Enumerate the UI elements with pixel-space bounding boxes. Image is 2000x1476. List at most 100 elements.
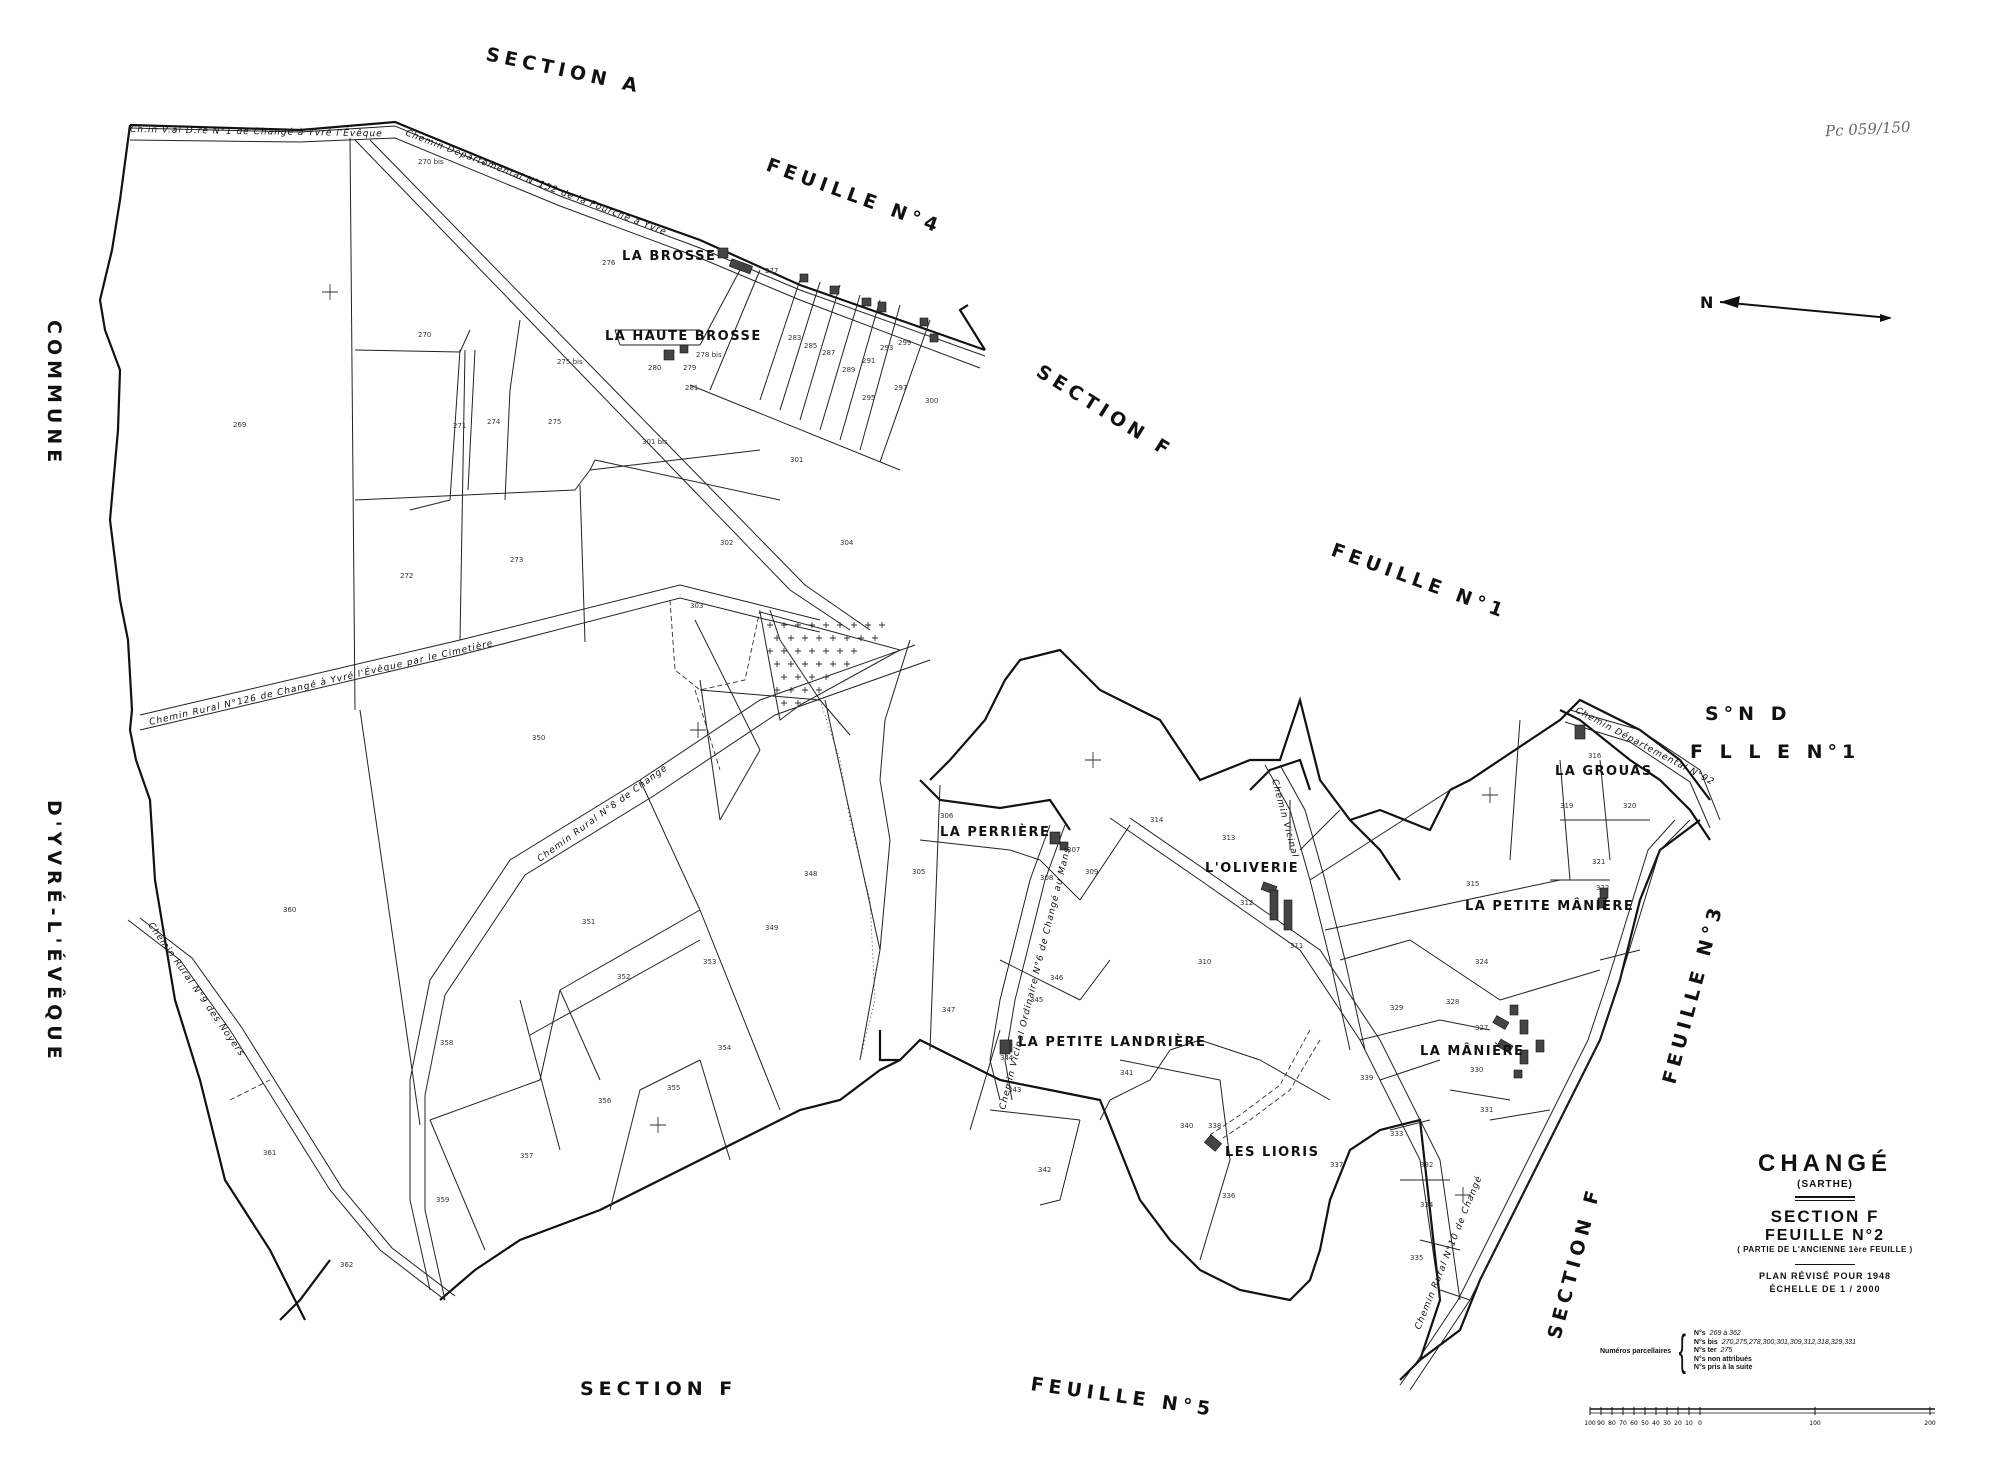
parcel-number: 302 (720, 539, 733, 547)
roads (127, 125, 1721, 1391)
parcel-number: 357 (520, 1152, 533, 1160)
cemetery-cross (802, 661, 808, 667)
cemetery-cross (781, 648, 787, 654)
parcel-number: 271 (453, 422, 466, 430)
section-boundary (98, 120, 1711, 1381)
place-la-brosse: LA BROSSE (622, 249, 716, 264)
parcel-number: 309 (1085, 868, 1098, 876)
parcel-number: 285 (804, 342, 817, 350)
title-rule-thin (1795, 1200, 1855, 1201)
parcel-number: 352 (617, 973, 630, 981)
parcel-number: 362 (340, 1261, 353, 1269)
cemetery-cross (795, 648, 801, 654)
parcel-number: 353 (703, 958, 716, 966)
road-labels: Ch.in V.al D.re N°1 de Changé à Yvré l'É… (130, 123, 1716, 1331)
road-chemin-rural-right: Chemin Rural N°10 de Changé (1413, 1174, 1485, 1331)
sheet-note: ( PARTIE DE L'ANCIENNE 1ère FEUILLE ) (1737, 1245, 1913, 1254)
cemetery-cross (788, 661, 794, 667)
parcel-number: 275 bis (557, 358, 583, 366)
scale-label: ÉCHELLE DE 1 / 2000 (1769, 1284, 1881, 1294)
scale-tick-label: 80 (1608, 1420, 1616, 1427)
parcel-number: 272 (400, 572, 413, 580)
parcel-number: 322 (1596, 884, 1609, 892)
parcel-number: 344 (1000, 1054, 1014, 1062)
commune-label: COMMUNE (43, 320, 65, 467)
scale-tick-label: 30 (1663, 1420, 1671, 1427)
scale-tick-label: 40 (1652, 1420, 1660, 1427)
parcel-number: 297 (894, 384, 907, 392)
scale-tick-label: 70 (1619, 1420, 1627, 1427)
parcel-number: 276 (602, 259, 616, 267)
parcel-number: 273 (510, 556, 523, 564)
parcel-lines (349, 137, 1650, 1301)
parcel-number: 301 bis (642, 438, 668, 446)
parcel-number: 332 (1420, 1161, 1433, 1169)
feuille-title: FEUILLE N°2 (1765, 1227, 1885, 1244)
department-label: (SARTHE) (1797, 1179, 1853, 1190)
parcel-number: 308 (1040, 874, 1053, 882)
parcel-number: 336 (1222, 1192, 1236, 1200)
cemetery-cross (816, 687, 822, 693)
road-chemin-rural-bottom: Chemin Rural N°9 des Noyers (146, 921, 247, 1059)
parcel-number: 316 (1588, 752, 1602, 760)
dashed-lines (229, 599, 1321, 1141)
buildings (663, 247, 1609, 1152)
road-ch-departemental: Chemin Départemental N°152 de la Fourche… (404, 128, 668, 238)
cemetery-cross (781, 700, 787, 706)
cemetery-cross (795, 700, 801, 706)
cemetery-cross (844, 661, 850, 667)
parcel-legend-label: Numéros parcellaires (1600, 1347, 1672, 1355)
parcel-number: 299 (898, 339, 911, 347)
parcel-number: 312 (1240, 899, 1253, 907)
cemetery-cross (830, 661, 836, 667)
parcel-number: 329 (1390, 1004, 1403, 1012)
parcel-number: 346 (1050, 974, 1064, 982)
parcel-number: 293 (880, 344, 893, 352)
parcel-number: 335 (1410, 1254, 1423, 1262)
parcel-number: 359 (436, 1196, 449, 1204)
parcel-number: 307 (1067, 846, 1080, 854)
parcel-number: 358 (440, 1039, 453, 1047)
parcel-number: 349 (765, 924, 778, 932)
cemetery-cross (830, 635, 836, 641)
parcel-number: 269 (233, 421, 246, 429)
parcel-number: 334 (1420, 1201, 1434, 1209)
north-label: N (1700, 293, 1713, 312)
commune-title: CHANGÉ (1757, 1150, 1892, 1177)
cemetery-cross (823, 622, 829, 628)
parcel-number: 311 (1290, 942, 1303, 950)
parcel-number: 339 (1360, 1074, 1373, 1082)
scale-tick-label: 100 (1809, 1420, 1821, 1427)
parcel-number: 287 (822, 349, 835, 357)
section-labels: SECTION A FEUILLE N°4 SECTION F FEUILLE … (43, 43, 1855, 1420)
parcel-number: 324 (1475, 958, 1489, 966)
parcel-number: 306 (940, 812, 954, 820)
place-la-maniere: LA MÂNIÈRE (1420, 1043, 1524, 1059)
cemetery-cross (816, 635, 822, 641)
parcel-numbers: 269 270 270 bis 271 272 273 274 275 275 … (233, 158, 1636, 1269)
cemetery-cross (823, 674, 829, 680)
parcel-number: 300 (925, 397, 938, 405)
cemetery-cross (802, 635, 808, 641)
cemetery-cross (809, 622, 815, 628)
place-l-oliverie: L'OLIVERIE (1205, 861, 1299, 876)
parcel-number: 354 (718, 1044, 732, 1052)
scale-tick-label: 90 (1597, 1420, 1605, 1427)
section-title: SECTION F (1770, 1207, 1880, 1226)
parcel-number: 356 (598, 1097, 612, 1105)
parcel-number: 321 (1592, 858, 1605, 866)
section-a-label: SECTION A (484, 43, 644, 98)
parcel-number: 274 (487, 418, 501, 426)
cemetery-cross (879, 622, 885, 628)
survey-crosses (322, 284, 1498, 1203)
scale-tick-label: 0 (1698, 1420, 1702, 1427)
parcel-number: 340 (1180, 1122, 1193, 1130)
parcel-number: 348 (804, 870, 817, 878)
place-la-petite-landriere: LA PETITE LANDRIÈRE (1018, 1034, 1206, 1050)
parcel-number: 347 (942, 1006, 955, 1014)
cemetery-cross (802, 687, 808, 693)
